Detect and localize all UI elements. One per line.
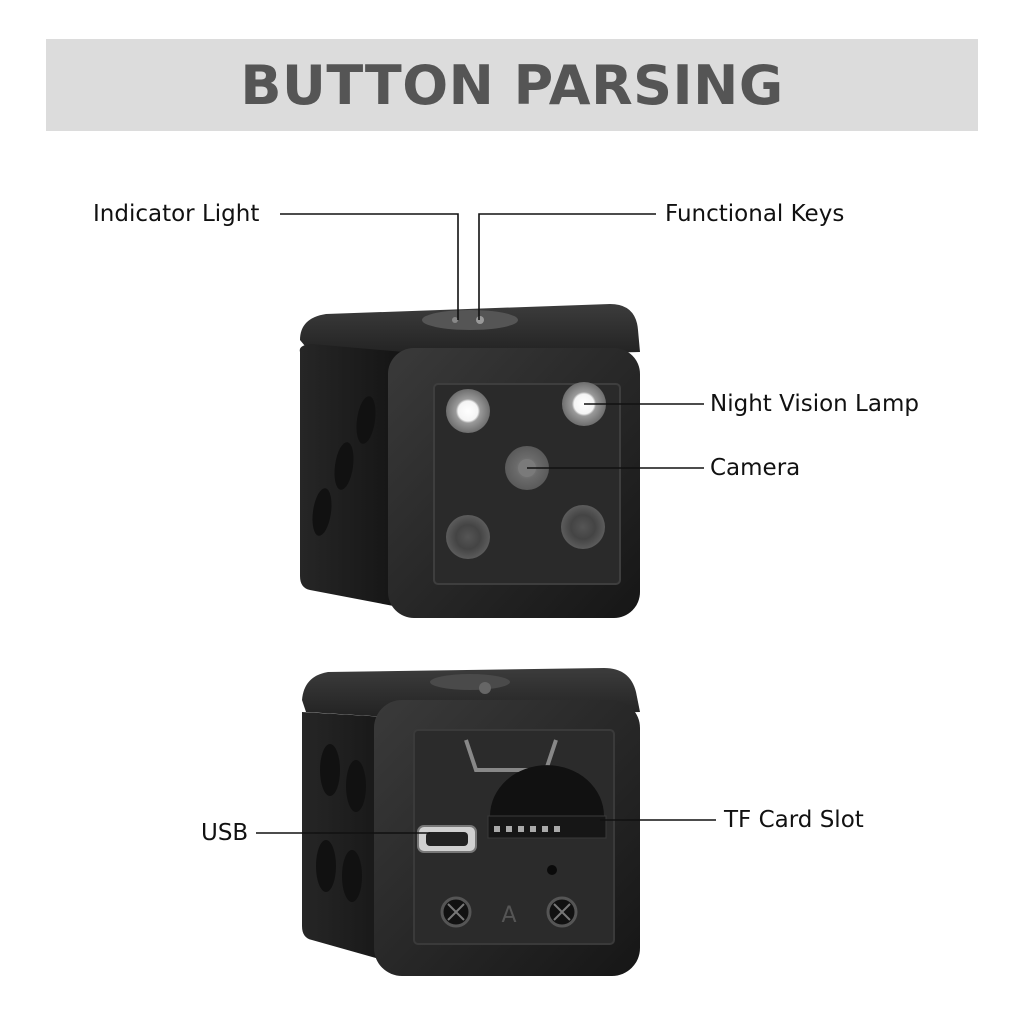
reset-hole — [547, 865, 557, 875]
functional-key-dot — [476, 316, 484, 324]
tf-card-slot-cover — [490, 765, 604, 816]
screw-left — [440, 896, 472, 928]
indicator-light-dot — [452, 317, 458, 323]
label-functional-keys: Functional Keys — [665, 201, 845, 227]
leader-indicator-light — [280, 213, 459, 320]
label-camera: Camera — [710, 455, 801, 481]
night-vision-lamp-left — [446, 389, 490, 433]
label-night-vision-lamp: Night Vision Lamp — [710, 391, 919, 417]
dark-dot-right — [561, 505, 605, 549]
page-title: BUTTON PARSING — [240, 53, 784, 117]
leader-functional-keys — [478, 213, 656, 320]
label-indicator-light: Indicator Light — [93, 201, 260, 227]
mount-clip — [464, 739, 558, 772]
camera-cube-front — [299, 304, 640, 618]
screw-right — [546, 896, 578, 928]
tf-card-contacts — [494, 826, 560, 832]
label-usb: USB — [201, 820, 249, 846]
top-button-recess — [422, 310, 518, 330]
title-banner: BUTTON PARSING — [46, 39, 978, 131]
leader-lines — [256, 213, 716, 834]
label-tf-card-slot: TF Card Slot — [724, 807, 864, 833]
camera-cube-back: A — [302, 668, 640, 976]
dark-dot-left — [446, 515, 490, 559]
port-letter-mark: A — [501, 903, 516, 928]
